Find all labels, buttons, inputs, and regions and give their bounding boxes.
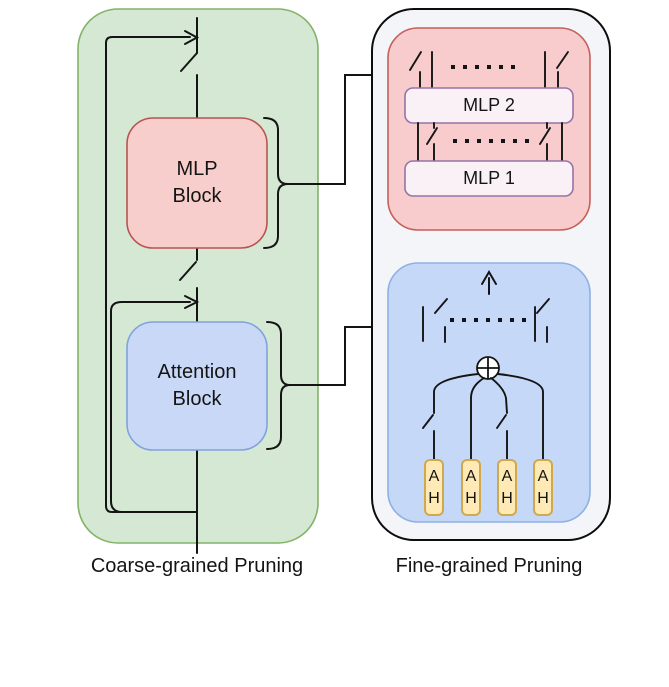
mlp-block-box <box>126 117 268 249</box>
attention-block-label: Attention Block <box>127 322 267 450</box>
open-switch-icon <box>409 51 422 71</box>
mlp1-layer-box <box>404 160 574 197</box>
open-switch-icon <box>539 127 551 145</box>
attention-head-label: A H <box>425 460 443 515</box>
mlp-block-label-line2: Block <box>172 185 222 207</box>
ellipsis-dots-icon <box>451 65 515 69</box>
head1-wire <box>433 373 479 414</box>
arrowhead-icon <box>481 270 497 285</box>
attention-head-box <box>533 459 553 516</box>
coarse-panel-caption: Coarse-grained Pruning <box>90 555 304 577</box>
attention-head-label: A H <box>534 460 552 515</box>
head-label-h: H <box>501 489 513 507</box>
attention-heads <box>424 459 553 516</box>
head3-wire <box>490 377 508 414</box>
fine-mlp-panel <box>387 27 591 231</box>
fine-attention-panel <box>387 262 591 523</box>
attention-head-box <box>461 459 481 516</box>
main-stream-wire <box>179 17 198 554</box>
open-switch-icon <box>536 298 550 314</box>
head-label-a: A <box>428 467 440 485</box>
head2-wire <box>470 377 485 461</box>
arrowhead-icon <box>184 30 200 45</box>
feature-row <box>422 298 550 343</box>
attention-head-label: A H <box>462 460 480 515</box>
open-switch-icon <box>434 298 448 314</box>
head-label-h: H <box>428 489 440 507</box>
attention-block-box <box>126 321 268 451</box>
residual-skip-outer <box>105 30 200 513</box>
attention-head-label: A H <box>498 460 516 515</box>
sum-icon <box>476 356 500 380</box>
mlp-block-label: MLP Block <box>127 118 267 248</box>
mlp1-layer-label: MLP 1 <box>463 167 515 188</box>
output-arrow-icon <box>481 270 497 295</box>
mlp-connector-line <box>287 74 383 185</box>
open-switch-icon <box>422 414 434 429</box>
attention-block-switch-icon <box>179 261 197 281</box>
neuron-row-middle <box>417 122 563 162</box>
head-label-h: H <box>537 489 549 507</box>
mlp2-layer-label: MLP 2 <box>463 94 515 115</box>
ellipsis-dots-icon <box>450 318 526 322</box>
fine-attention-box <box>387 262 591 523</box>
arrowhead-icon <box>184 295 200 309</box>
residual-skip-outer-path <box>105 36 197 513</box>
fine-panel-caption: Fine-grained Pruning <box>395 555 583 577</box>
attention-head-box <box>497 459 517 516</box>
attention-connector-line <box>289 326 383 386</box>
head-wires <box>422 373 544 461</box>
open-switch-icon <box>496 414 507 429</box>
head-label-a: A <box>537 467 549 485</box>
mlp-block-switch-icon <box>180 52 198 72</box>
fine-panel <box>371 8 611 541</box>
coarse-panel <box>77 8 387 554</box>
mlp-block-label-line1: MLP <box>176 158 218 180</box>
ellipsis-dots-icon <box>453 139 529 143</box>
residual-skip-inner-path <box>110 301 191 513</box>
head-label-h: H <box>465 489 477 507</box>
head-label-a: A <box>501 467 513 485</box>
attention-block-label-line1: Attention <box>157 361 237 383</box>
head-label-a: A <box>465 467 477 485</box>
open-switch-icon <box>426 127 438 145</box>
open-switch-icon <box>556 51 569 69</box>
attention-block-label-line2: Block <box>172 388 222 410</box>
mlp2-layer-box <box>404 87 574 124</box>
attention-head-box <box>424 459 444 516</box>
residual-skip-inner <box>110 295 200 513</box>
neuron-row-top <box>409 51 569 89</box>
head4-wire <box>497 373 544 461</box>
